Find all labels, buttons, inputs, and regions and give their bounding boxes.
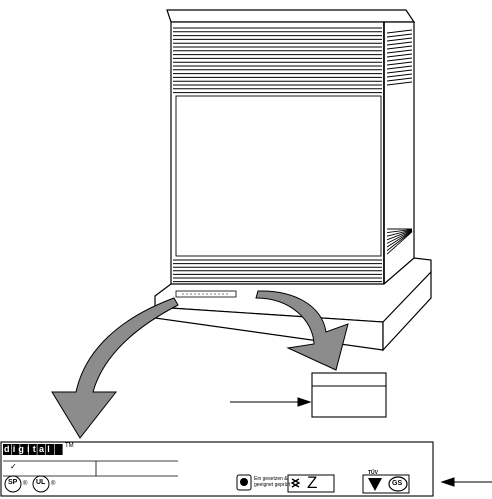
cabinet-front xyxy=(170,21,385,308)
registered-mark-1: ® xyxy=(23,481,28,487)
brand-letter-box xyxy=(46,444,54,455)
tuv-mark-text: TÜV xyxy=(368,470,378,476)
side-vent-slot xyxy=(386,41,413,46)
side-vent-slot xyxy=(386,29,413,34)
side-vent-slot xyxy=(386,231,413,251)
side-vent-slot xyxy=(386,33,413,38)
callout-pointer-arrow xyxy=(230,397,312,407)
side-vent-slot xyxy=(386,61,413,66)
side-vent-slot xyxy=(386,73,413,78)
csa-certification-icon xyxy=(4,475,22,493)
upper-vent-slots xyxy=(173,27,382,94)
computer-cabinet xyxy=(166,9,416,310)
side-vent-slot xyxy=(386,230,413,244)
side-vent-slot xyxy=(386,45,413,50)
z-mark-text: Z xyxy=(307,473,318,492)
label-pointer-arrow xyxy=(440,477,492,487)
side-vent-slot xyxy=(386,81,413,86)
brand-letter-box xyxy=(20,444,29,455)
side-vent-slot xyxy=(386,229,413,237)
label-outline xyxy=(0,441,434,497)
csa-mark-text: SP xyxy=(8,479,18,486)
front-panel xyxy=(175,95,382,257)
gs-mark-text: GS xyxy=(392,480,403,487)
callout-box xyxy=(311,372,387,418)
registered-mark-2: ® xyxy=(51,481,56,487)
side-vent-slot xyxy=(386,57,413,62)
curved-arrow-right xyxy=(255,290,349,371)
tuv-triangle-icon xyxy=(368,478,382,491)
side-vent-slot xyxy=(386,49,413,54)
label-small-mark: ✓ xyxy=(10,462,17,471)
brand-letter-box xyxy=(28,444,37,455)
side-vent-slot xyxy=(386,53,413,58)
base-side xyxy=(382,270,432,352)
side-vent-slot xyxy=(386,231,413,255)
side-vent-slot xyxy=(386,229,413,241)
postal-horn-icon xyxy=(290,478,301,488)
brand-wordmark: digital xyxy=(4,444,53,454)
brand-letter-box xyxy=(54,444,63,455)
brand-letter-box xyxy=(11,444,20,455)
label-small-print: Ein gesetzen & geeignet geprüft xyxy=(254,476,291,488)
side-vent-slot xyxy=(386,65,413,70)
side-vent-slot xyxy=(386,37,413,42)
side-vent-slot xyxy=(386,77,413,82)
ul-mark-text: UL xyxy=(36,479,46,486)
trademark-symbol: TM xyxy=(65,443,74,449)
curved-arrow-left xyxy=(51,297,179,439)
ul-certification-icon xyxy=(32,475,50,493)
z-mark-box xyxy=(287,474,335,493)
side-vent-slot xyxy=(386,230,413,248)
brand-letter-box xyxy=(3,444,11,455)
side-vent-slot xyxy=(386,69,413,74)
control-strip xyxy=(175,290,237,298)
gs-mark-icon xyxy=(388,476,408,492)
side-vent-slots xyxy=(386,29,413,255)
device-label xyxy=(0,441,434,497)
brand-letter-box xyxy=(37,444,46,455)
side-vent-slot xyxy=(386,228,413,234)
brand-logo xyxy=(3,444,63,455)
cabinet-top xyxy=(166,9,416,23)
